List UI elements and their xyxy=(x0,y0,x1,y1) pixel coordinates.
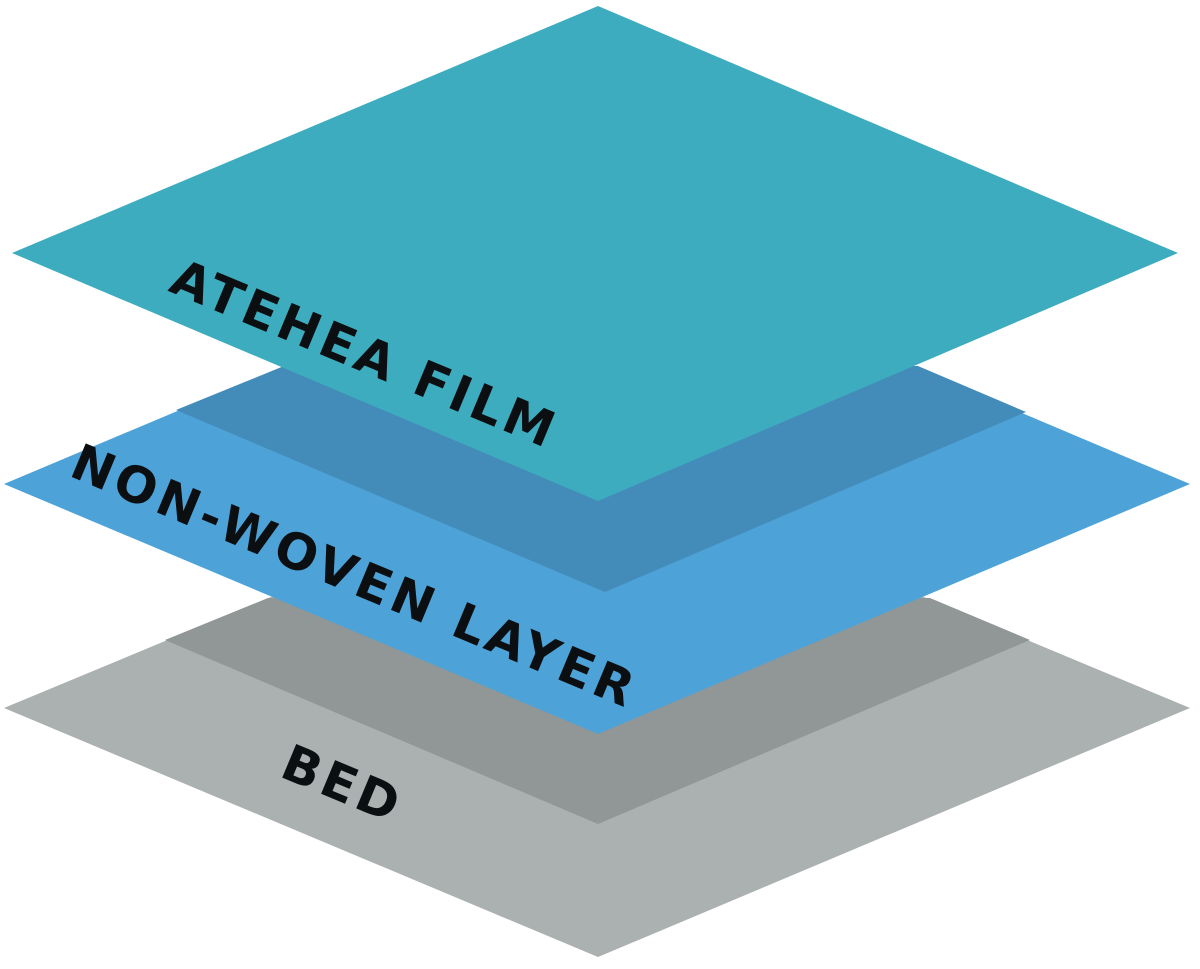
atehea-film-face xyxy=(12,6,1178,501)
